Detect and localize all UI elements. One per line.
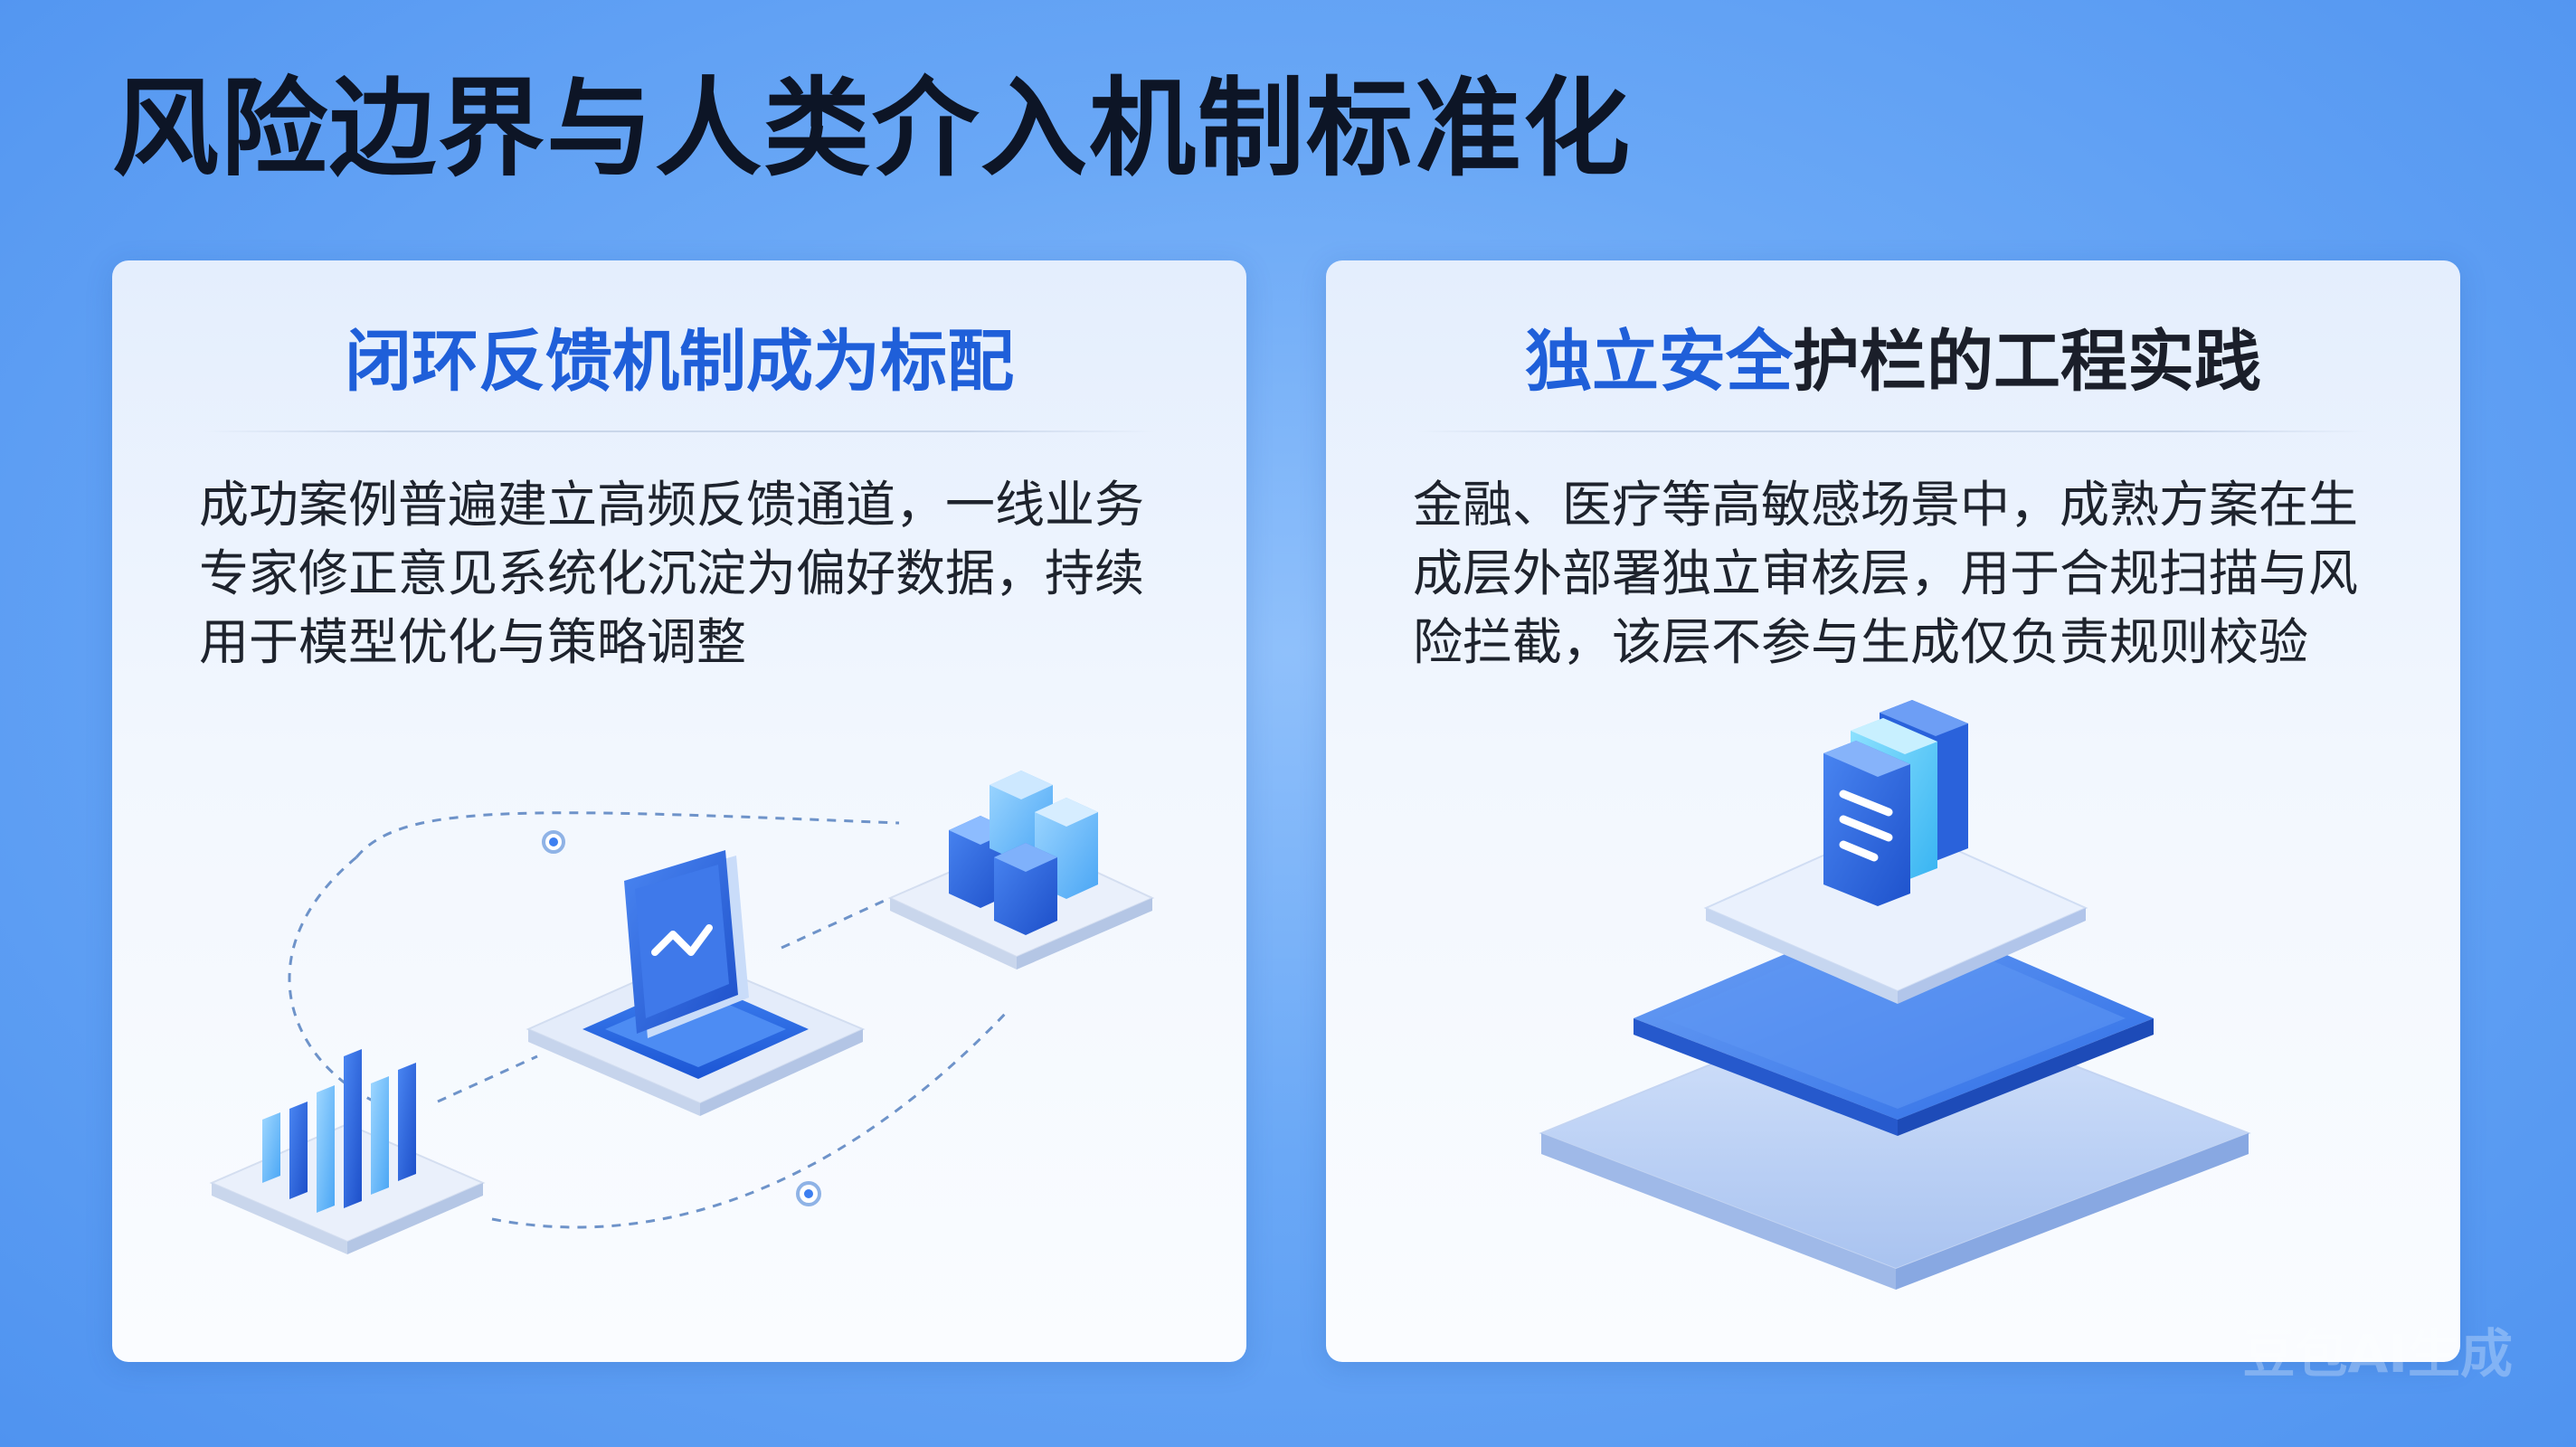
- card-body: 金融、医疗等高敏感场景中，成熟方案在生成层外部署独立审核层，用于合规扫描与风险拦…: [1413, 476, 2359, 671]
- safety-guardrail-card: 独立安全护栏的工程实践 金融、医疗等高敏感场景中，成熟方案在生成层外部署独立审核…: [1326, 260, 2460, 1362]
- watermark: 豆包AI生成: [2242, 1323, 2513, 1385]
- cube-cluster-icon: [887, 771, 1155, 969]
- feedback-loop-card: 闭环反馈机制成为标配 成功案例普遍建立高频反馈通道，一线业务专家修正意见系统化沉…: [112, 260, 1246, 1362]
- loop-node-dot-core: [804, 1189, 813, 1198]
- card-body: 成功案例普遍建立高频反馈通道，一线业务专家修正意见系统化沉淀为偏好数据，持续用于…: [199, 476, 1145, 671]
- loop-path-left: [288, 856, 375, 1103]
- card-heading-rest: 护栏的工程实践: [1793, 323, 2261, 401]
- card-heading-accent: 独立安全: [1525, 323, 1793, 401]
- guardrail-illustration: [1539, 700, 2251, 1290]
- loop-path-top: [355, 811, 900, 858]
- card-heading: 闭环反馈机制成为标配: [112, 307, 1246, 404]
- card-divider: [1416, 430, 2370, 432]
- document-stack-icon: [1823, 700, 1968, 906]
- card-divider: [203, 430, 1156, 432]
- feedback-loop-illustration: [209, 771, 1155, 1254]
- monitor-chart-icon: [526, 850, 866, 1116]
- bar-chart-icon: [209, 1049, 486, 1254]
- layer-stack-icon: [1539, 821, 2251, 1290]
- loop-link-right: [781, 896, 891, 950]
- card-heading: 独立安全护栏的工程实践: [1326, 307, 2460, 404]
- page-title: 风险边界与人类介入机制标准化: [112, 66, 1633, 191]
- loop-link-left: [437, 1055, 538, 1103]
- loop-node-dot-core: [549, 837, 558, 846]
- card-heading-accent: 闭环反馈机制成为标配: [345, 323, 1014, 401]
- loop-path-bottom: [491, 1009, 1009, 1229]
